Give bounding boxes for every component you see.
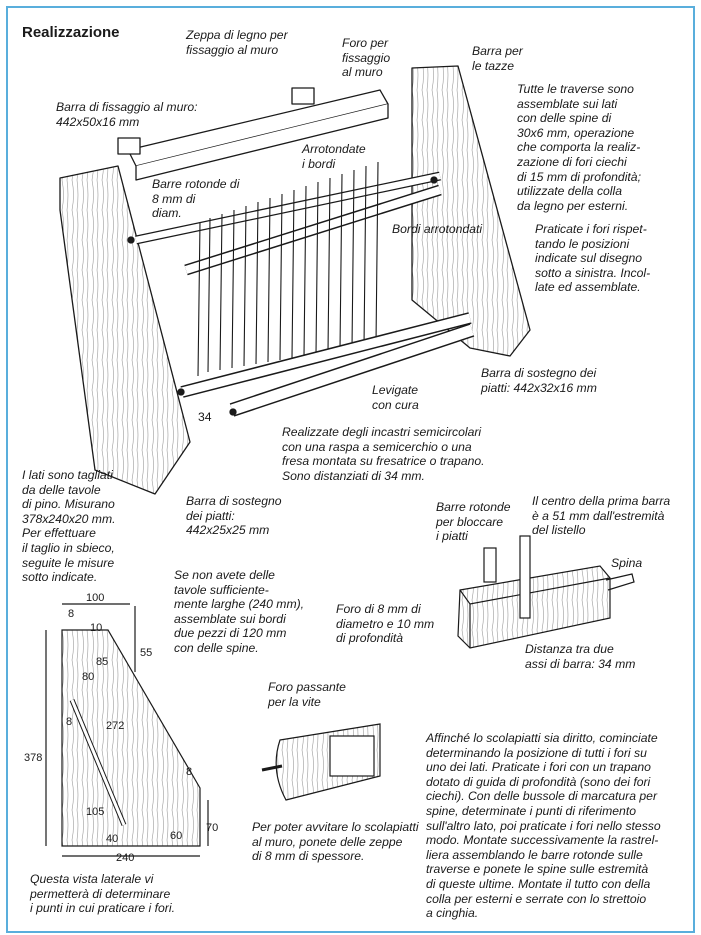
label-foro-8mm: Foro di 8 mm di diametro e 10 mm di prof… — [336, 602, 435, 646]
label-barra-tazze: Barra per le tazze — [472, 44, 523, 73]
block-detail — [457, 565, 611, 649]
label-bordi-arrotondati: Bordi arrotondati — [392, 222, 483, 236]
label-distanza-assi: Distanza tra due assi di barra: 34 mm — [525, 642, 636, 671]
label-barre-bloccare: Barre rotonde per bloccare i piatti — [436, 500, 511, 544]
dim-55: 55 — [140, 647, 153, 659]
wedge-block-top — [291, 87, 315, 105]
side-view-panel — [61, 629, 201, 847]
page-title: Realizzazione — [22, 24, 120, 41]
label-arrotondate: Arrotondate i bordi — [302, 142, 366, 171]
dim-272: 272 — [106, 720, 125, 732]
dim-40: 40 — [106, 833, 119, 845]
label-barra-fissaggio: Barra di fissaggio al muro: 442x50x16 mm — [56, 100, 198, 129]
dim-8b: 8 — [66, 716, 73, 728]
label-barra-sostegno-top: Barra di sostegno dei piatti: 442x32x16 … — [481, 366, 597, 395]
label-barra-sostegno-bottom: Barra di sostegno dei piatti: 442x25x25 … — [186, 494, 282, 538]
note-incastri: Realizzate degli incastri semicircolari … — [282, 425, 485, 483]
dim-60: 60 — [170, 830, 183, 842]
note-traverse: Tutte le traverse sono assemblate sui la… — [517, 82, 641, 213]
dim-8a: 8 — [68, 608, 75, 620]
note-affinche: Affinché lo scolapiatti sia diritto, com… — [426, 731, 661, 921]
dowel-vertical-right — [519, 535, 531, 619]
right-side-panel — [411, 65, 531, 357]
dim-10: 10 — [90, 622, 103, 634]
dim-378: 378 — [24, 752, 43, 764]
note-lati: I lati sono tagliati da delle tavole di … — [22, 468, 116, 585]
dim-8c: 8 — [186, 766, 193, 778]
dim-70: 70 — [206, 822, 219, 834]
left-side-panel — [59, 165, 191, 495]
note-praticate-fori: Praticate i fori rispet- tando le posizi… — [535, 222, 651, 295]
spindles — [197, 161, 379, 377]
dowel-vertical-left — [483, 547, 497, 583]
note-centro-barra: Il centro della prima barra è a 51 mm da… — [532, 494, 671, 538]
dim-85: 85 — [96, 656, 109, 668]
label-levigate: Levigate con cura — [372, 383, 419, 412]
dim-100: 100 — [86, 592, 105, 604]
label-foro-fissaggio: Foro per fissaggio al muro — [342, 36, 391, 80]
label-zeppa: Zeppa di legno per fissaggio al muro — [186, 28, 288, 57]
wedge-block-left — [117, 137, 141, 155]
label-foro-passante: Foro passante per la vite — [268, 680, 346, 709]
label-dist-34: 34 — [198, 410, 212, 424]
note-tavole: Se non avete delle tavole sufficiente- m… — [174, 568, 305, 655]
dim-80: 80 — [82, 671, 95, 683]
note-vista-laterale: Questa vista laterale vi permetterà di d… — [30, 872, 175, 916]
note-scolapiatti: Per poter avvitare lo scolapiatti al mur… — [252, 820, 419, 864]
dim-105: 105 — [86, 806, 105, 818]
label-spina: Spina — [611, 556, 643, 570]
dim-240: 240 — [116, 852, 135, 864]
label-barre-rotonde: Barre rotonde di 8 mm di diam. — [152, 177, 240, 221]
spina-dowel — [605, 573, 635, 591]
